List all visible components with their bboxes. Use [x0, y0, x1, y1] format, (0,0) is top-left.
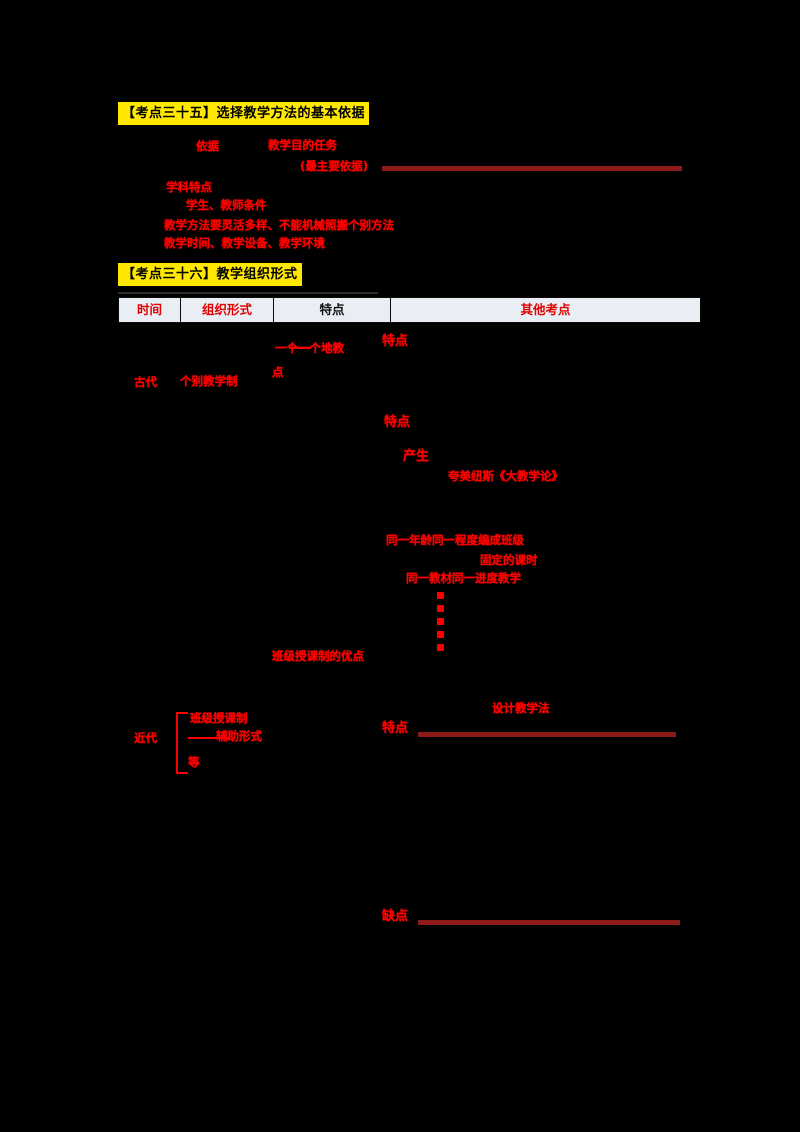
table-header-other-points: 其他考点 [390, 297, 701, 323]
annotation-time-equipment-environment: 教学时间、教学设备、教学环境 [164, 236, 325, 250]
annotation-brace [176, 712, 188, 774]
annotation-individual-instruction: 个别教学制 [180, 374, 238, 388]
table-header-time: 时间 [118, 297, 181, 323]
annotation-feature-label-1: 特点 [382, 334, 409, 349]
annotation-comenius-great-didactic: 夸美纽斯《大教学论》 [448, 469, 563, 483]
connector-stroke-2 [188, 737, 230, 739]
annotation-design-teaching-method: 设计教学法 [492, 701, 550, 715]
connector-stroke-1 [289, 347, 311, 349]
annotation-methods-flexible: 教学方法要灵活多样、不能机械照搬个别方法 [164, 218, 394, 232]
tick-mark [437, 592, 444, 599]
annotation-subject-traits: 学科特点 [166, 180, 212, 194]
annotation-dependency-label: 依据 [196, 139, 219, 153]
marker-rule-drawback [418, 920, 680, 925]
kaodian-table-wrapper: 时间 组织形式 特点 其他考点 [118, 297, 701, 323]
table-header-row: 时间 组织形式 特点 其他考点 [118, 297, 701, 323]
marker-rule-feature [418, 732, 676, 737]
annotation-student-teacher-conditions: 学生、教师条件 [186, 198, 267, 212]
tick-mark [437, 618, 444, 625]
heading-kaodian-35: 【考点三十五】选择教学方法的基本依据 [118, 102, 370, 125]
tick-mark [437, 605, 444, 612]
annotation-same-age-same-level: 同一年龄同一程度编成班级 [386, 533, 524, 547]
tick-mark [437, 631, 444, 638]
annotation-drawback-label: 缺点 [382, 909, 409, 924]
marker-rule-primary-basis [382, 166, 682, 171]
annotation-auxiliary-form: 辅助形式 [216, 729, 262, 743]
annotation-tick-list [437, 592, 444, 657]
annotation-teaching-purpose: 教学目的任务 [268, 138, 337, 152]
annotation-etc: 等 [188, 755, 200, 769]
annotation-feature-label-3: 特点 [382, 721, 409, 736]
table-header-feature: 特点 [273, 297, 391, 323]
tick-mark [437, 644, 444, 651]
annotation-class-teaching-advantages: 班级授课制的优点 [272, 649, 364, 663]
annotation-point-mark: 点 [272, 365, 284, 379]
annotation-modern-era: 近代 [134, 731, 157, 745]
annotation-primary-basis: (最主要依据) [300, 159, 369, 173]
annotation-feature-label-2: 特点 [384, 415, 411, 430]
annotation-origin-label: 产生 [403, 449, 430, 464]
annotation-ancient-era: 古代 [134, 375, 157, 389]
annotation-same-material-same-pace: 同一教材同一进度教学 [406, 571, 521, 585]
table-header-organization-form: 组织形式 [180, 297, 274, 323]
heading-kaodian-36: 【考点三十六】教学组织形式 [118, 263, 302, 286]
annotation-class-teaching-system: 班级授课制 [190, 711, 248, 725]
annotation-fixed-class-hours: 固定的课时 [480, 553, 538, 567]
scan-artifact-rule [118, 292, 378, 294]
kaodian-table: 时间 组织形式 特点 其他考点 [118, 297, 701, 323]
